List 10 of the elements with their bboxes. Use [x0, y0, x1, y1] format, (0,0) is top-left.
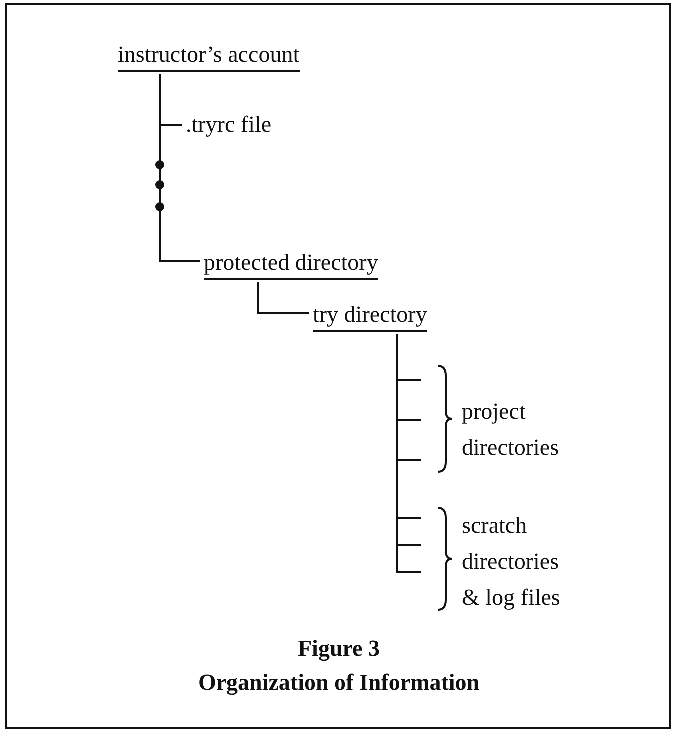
tree-line: [159, 74, 200, 262]
figure-caption: Organization of Information: [197, 670, 481, 696]
tree-line: [257, 282, 309, 314]
figure-number: Figure 3: [297, 636, 381, 662]
directory-label: .tryrc file: [186, 112, 272, 138]
directory-label: try directory: [313, 302, 428, 332]
group-label: scratch directories & log files: [462, 512, 562, 612]
group-label: project directories: [462, 398, 560, 462]
directory-label: instructor’s account: [118, 42, 300, 72]
directory-label: protected directory: [204, 250, 378, 280]
